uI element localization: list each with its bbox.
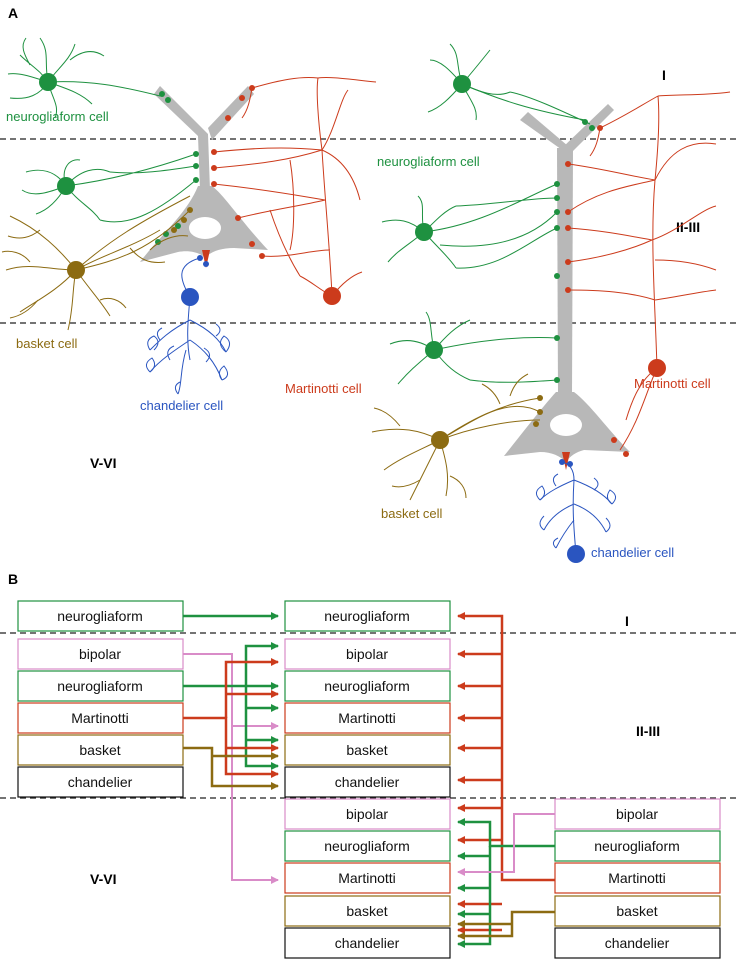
label-chandelier-cell-left: chandelier cell xyxy=(140,398,223,413)
martinotti-soma-right xyxy=(648,359,666,377)
pyramidal-axon-initial-segment-left xyxy=(202,250,210,268)
left-box-label: Martinotti xyxy=(71,710,129,726)
middle-box-martinotti-l56: Martinotti xyxy=(284,862,451,894)
neurogliaform-soma-layer-ii-iii-left xyxy=(57,177,75,195)
neurogliaform-soma-layer-ii-iii-right xyxy=(415,223,433,241)
middle-box-chandelier-l56: chandelier xyxy=(284,927,451,959)
middle-box-label: bipolar xyxy=(346,806,388,822)
basket-soma-right xyxy=(431,431,449,449)
middle-box-label: chandelier xyxy=(335,774,400,790)
chandelier-soma-left xyxy=(181,288,199,306)
martinotti-soma-left xyxy=(323,287,341,305)
right-box-neurogliaform: neurogliaform xyxy=(554,830,721,862)
basket-cell-left xyxy=(1,195,191,331)
middle-box-label: Martinotti xyxy=(338,870,396,886)
right-column: bipolar neurogliaform Martinotti basket … xyxy=(554,798,721,959)
right-box-basket: basket xyxy=(554,895,721,927)
middle-column: neurogliaform bipolar neurogliaform Mart… xyxy=(284,600,451,959)
martinotti-cell-left xyxy=(213,77,377,297)
neurogliaform-soma-layer-i-left xyxy=(39,73,57,91)
right-box-martinotti: Martinotti xyxy=(554,862,721,894)
neurogliaform-cell-layer-ii-iii-right xyxy=(381,183,558,269)
left-column: neurogliaform bipolar neurogliaform Mart… xyxy=(17,600,184,798)
label-chandelier-cell-right: chandelier cell xyxy=(591,545,674,560)
connection-arrows xyxy=(183,612,555,948)
middle-box-bipolar-l23: bipolar xyxy=(284,638,451,670)
middle-box-label: chandelier xyxy=(335,935,400,951)
panel-b-label: B xyxy=(8,571,18,587)
panel-b: B I II-III V-VI xyxy=(0,571,737,959)
right-box-label: chandelier xyxy=(605,935,670,951)
chandelier-soma-right xyxy=(567,545,585,563)
panel-a: A I II-III V-VI xyxy=(0,5,737,563)
middle-box-label: bipolar xyxy=(346,646,388,662)
middle-box-basket-l23: basket xyxy=(284,734,451,766)
middle-box-neurogliaform-l23: neurogliaform xyxy=(284,670,451,702)
left-box-bipolar: bipolar xyxy=(17,638,184,670)
right-box-label: Martinotti xyxy=(608,870,666,886)
right-box-chandelier: chandelier xyxy=(554,927,721,959)
label-martinotti-cell-left: Martinotti cell xyxy=(285,381,362,396)
left-box-label: neurogliaform xyxy=(57,678,143,694)
left-box-neurogliaform-l1: neurogliaform xyxy=(17,600,184,632)
left-box-label: bipolar xyxy=(79,646,121,662)
layer-label-b-v-vi: V-VI xyxy=(90,871,116,887)
layer-label-ii-iii: II-III xyxy=(676,219,700,235)
middle-box-basket-l56: basket xyxy=(284,895,451,927)
left-box-chandelier: chandelier xyxy=(17,766,184,798)
basket-cell-right xyxy=(371,373,541,501)
panel-a-label: A xyxy=(8,5,18,21)
label-neurogliaform-cell-right: neurogliaform cell xyxy=(377,154,480,169)
neurogliaform-cell-layer-ii-iii-left xyxy=(21,153,197,223)
middle-box-label: neurogliaform xyxy=(324,608,410,624)
right-box-bipolar: bipolar xyxy=(554,798,721,830)
pyramidal-axon-initial-segment-right xyxy=(562,452,570,470)
layer-label-b-ii-iii: II-III xyxy=(636,723,660,739)
label-martinotti-cell-right: Martinotti cell xyxy=(634,376,711,391)
middle-box-martinotti-l23: Martinotti xyxy=(284,702,451,734)
left-box-label: neurogliaform xyxy=(57,608,143,624)
chandelier-cell-right xyxy=(536,461,616,555)
right-box-label: basket xyxy=(616,903,657,919)
martinotti-cell-right xyxy=(567,91,731,451)
neurogliaform-cell-layer-i-left xyxy=(7,37,161,119)
label-basket-cell-right: basket cell xyxy=(381,506,443,521)
chandelier-cell-left xyxy=(146,257,230,395)
middle-box-bipolar-l56: bipolar xyxy=(284,798,451,830)
neurogliaform-soma-layer-v-right xyxy=(425,341,443,359)
left-box-basket: basket xyxy=(17,734,184,766)
middle-box-chandelier-l23: chandelier xyxy=(284,766,451,798)
layer-label-i: I xyxy=(662,67,666,83)
middle-box-label: neurogliaform xyxy=(324,678,410,694)
left-box-label: chandelier xyxy=(68,774,133,790)
pyramidal-neuron-left xyxy=(140,86,268,262)
neurogliaform-soma-layer-i-right xyxy=(453,75,471,93)
middle-box-neurogliaform-l56: neurogliaform xyxy=(284,830,451,862)
middle-box-label: basket xyxy=(346,903,387,919)
left-box-label: basket xyxy=(79,742,120,758)
layer-label-v-vi: V-VI xyxy=(90,455,116,471)
basket-soma-left xyxy=(67,261,85,279)
right-box-label: bipolar xyxy=(616,806,658,822)
label-neurogliaform-cell-left: neurogliaform cell xyxy=(6,109,109,124)
neurogliaform-cell-layer-i-right xyxy=(427,43,591,125)
pyramidal-neuron-right xyxy=(504,104,630,462)
left-box-martinotti: Martinotti xyxy=(17,702,184,734)
right-box-label: neurogliaform xyxy=(594,838,680,854)
middle-box-label: basket xyxy=(346,742,387,758)
middle-box-label: Martinotti xyxy=(338,710,396,726)
middle-box-neurogliaform-l1: neurogliaform xyxy=(284,600,451,632)
neurogliaform-cell-layer-v-right xyxy=(389,311,558,385)
layer-label-b-i: I xyxy=(625,613,629,629)
middle-box-label: neurogliaform xyxy=(324,838,410,854)
label-basket-cell-left: basket cell xyxy=(16,336,78,351)
left-box-neurogliaform: neurogliaform xyxy=(17,670,184,702)
